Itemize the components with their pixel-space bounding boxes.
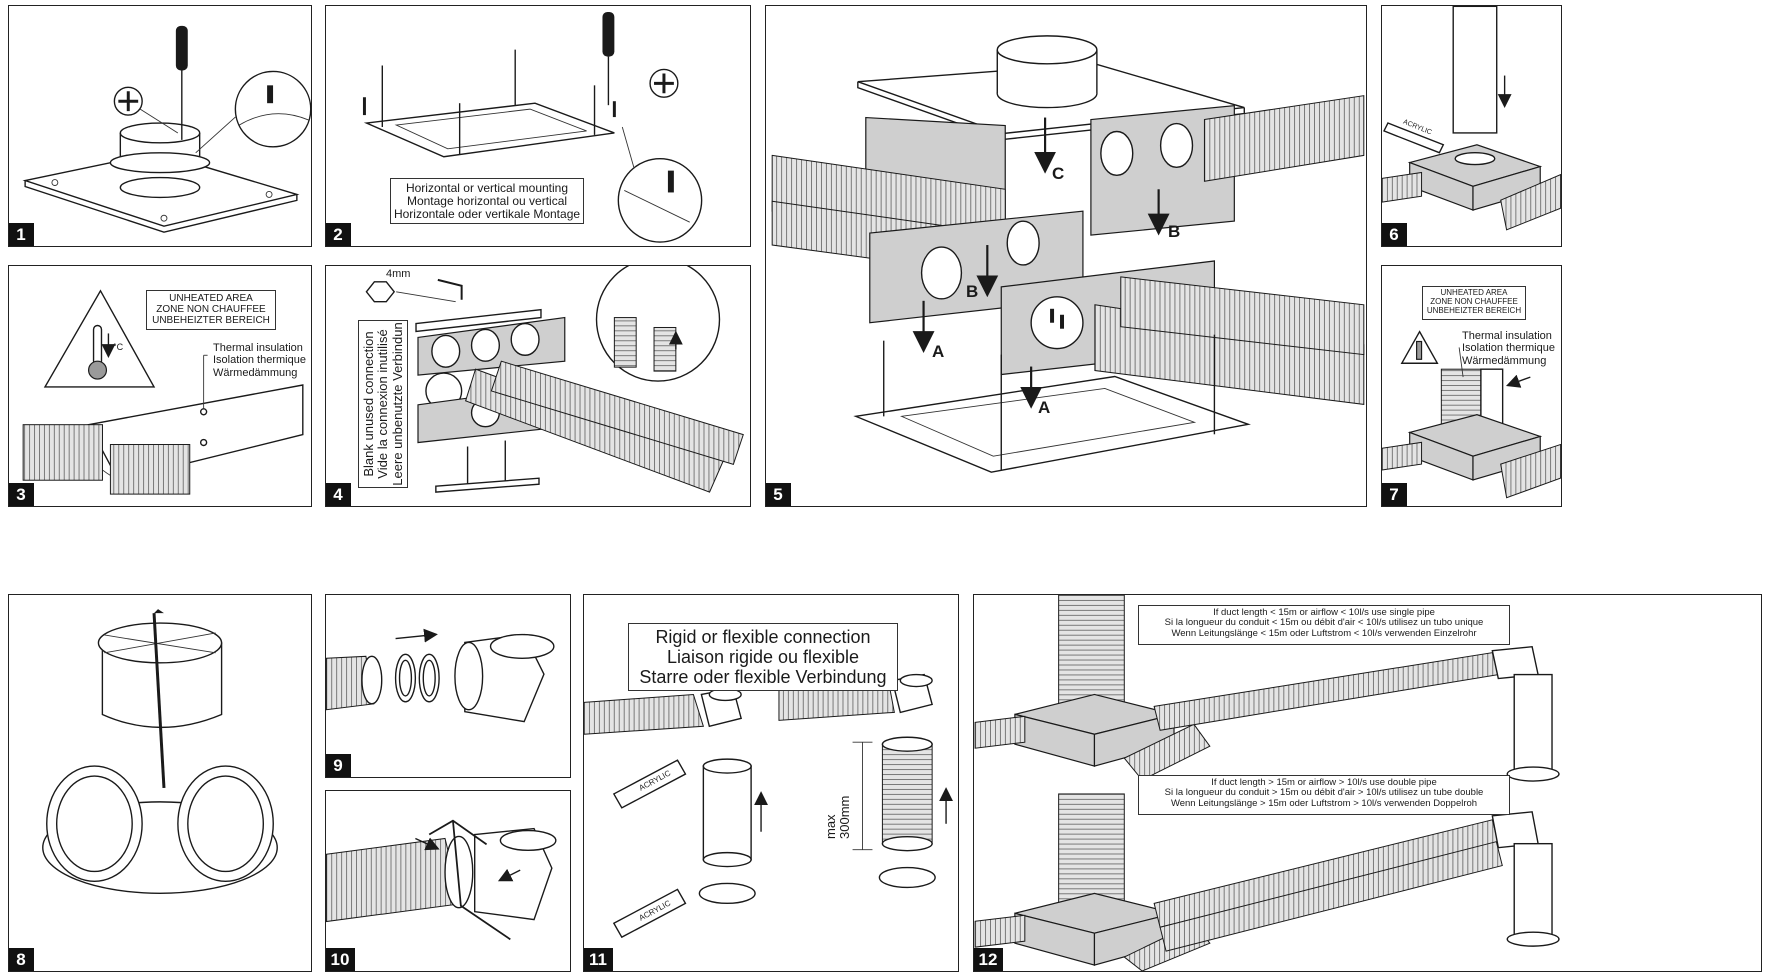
step-number: 6 [1382,223,1407,246]
clip-connection-illustration [326,819,557,941]
panel-8-adapter-screw: 8 [8,594,312,972]
panel-10-clip: 10 [325,790,571,972]
double-pipe-rule: If duct length > 15m or airflow > 10l/s … [1138,775,1510,815]
step-number: 2 [326,223,351,246]
panel-1-screw-plate: 1 [8,5,312,247]
temperature-unit: °C [113,342,124,352]
diameter-label: 4mm [386,268,411,280]
step-number: 8 [9,948,34,971]
insulated-duct-illustration [22,289,304,495]
unheated-area-label: UNHEATED AREA ZONE NON CHAUFFEE UNBEHEIZ… [1422,286,1526,320]
panel-12-single-double-pipe: If duct length < 15m or airflow < 10l/s … [973,594,1762,972]
plenum-exploded-illustration [771,35,1365,473]
insulated-vertical-duct-illustration [1382,330,1561,499]
panel-9-seals: 9 [325,594,571,778]
pipe-choice-illustration [974,595,1560,971]
adapter-illustration [42,609,278,894]
step-number: 1 [9,223,34,246]
panel-4-blank-connection: 4mm Blank unused connection Vide la conn… [325,265,751,507]
label-b-right: B [1168,222,1181,241]
panel-7-insulation: UNHEATED AREA ZONE NON CHAUFFEE UNBEHEIZ… [1381,265,1562,507]
hex-key-icon [365,281,396,303]
frame-mounting-illustration [362,11,703,243]
step-number: 11 [584,948,613,971]
panel-11-rigid-flexible: Rigid or flexible connection Liaison rig… [583,594,959,972]
panel-2-mounting: Horizontal or vertical mounting Montage … [325,5,751,247]
label-a-left: A [932,342,945,361]
step-number: 3 [9,483,34,506]
thermal-insulation-label: Thermal insulation Isolation thermique W… [1462,330,1555,367]
thermal-insulation-label: Thermal insulation Isolation thermique W… [213,342,306,379]
step-number: 7 [1382,483,1407,506]
label-c: C [1052,164,1065,183]
blank-connection-label: Blank unused connection Vide la connexio… [358,320,408,488]
connection-caption: Rigid or flexible connection Liaison rig… [628,623,898,691]
step-number: 10 [326,948,355,971]
label-b-left: B [966,282,979,301]
step-number: 5 [766,483,791,506]
step-number: 4 [326,483,351,506]
panel-5-exploded-assembly: C B B A A 5 [765,5,1367,507]
blank-connection-illustration [365,266,744,493]
seal-rings-illustration [326,628,555,723]
unheated-area-label: UNHEATED AREA ZONE NON CHAUFFEE UNBEHEIZ… [146,290,276,330]
step-number: 12 [974,948,1003,971]
vertical-tube-illustration [1382,6,1561,231]
label-a-bottom: A [1038,398,1051,417]
step-number: 9 [326,754,351,777]
panel-6-acrylic-tube: ACRYLIC 6 [1381,5,1562,247]
single-pipe-rule: If duct length < 15m or airflow < 10l/s … [1138,605,1510,645]
mounting-caption: Horizontal or vertical mounting Montage … [390,178,584,224]
panel-3-insulation: UNHEATED AREA ZONE NON CHAUFFEE UNBEHEIZ… [8,265,312,507]
max-length-label: max 300mm [823,795,852,839]
plate-screwing-illustration [22,25,311,233]
